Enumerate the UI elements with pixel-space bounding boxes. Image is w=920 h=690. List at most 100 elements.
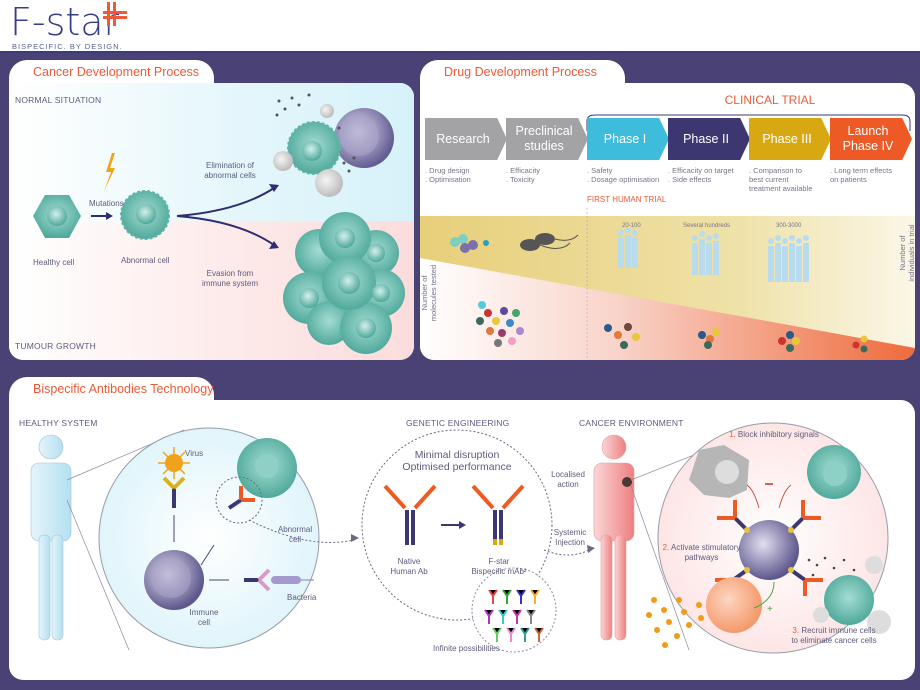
antibody-panel-tab: Bispecific Antibodies Technology — [9, 377, 214, 401]
antibody-library-icon — [484, 589, 544, 642]
molecules-axis-line-1: Number of — [420, 275, 429, 311]
systemic-line-2: Injection — [555, 538, 585, 547]
stage-label: Phase I — [604, 132, 646, 147]
evasion-line-2: immune system — [201, 279, 258, 288]
stage-arrow: Phase III — [749, 118, 831, 160]
people-20-100-icon — [618, 227, 638, 268]
tumour-growth-label: TUMOUR GROWTH — [15, 341, 96, 351]
granules-icon — [807, 556, 856, 577]
cancer-cell-icon — [807, 445, 861, 499]
normal-situation-label: NORMAL SITUATION — [15, 95, 102, 105]
stage-description-line: . Long term effects — [830, 166, 892, 175]
cytokines-icon — [646, 597, 704, 648]
dying-cancer-cell-icon — [813, 556, 891, 634]
individuals-axis-line-1: Number of — [898, 235, 907, 271]
localised-action-label: Localised action — [547, 470, 589, 490]
antibody-yellow-icon — [162, 476, 186, 508]
individuals-axis-label: Number of individuals in trial — [898, 213, 915, 293]
antibody-panel-title: Bispecific Antibodies Technology — [33, 382, 214, 396]
immune-cell-label: Immune cell — [184, 608, 224, 628]
stage-label-line-2: Phase IV — [842, 139, 894, 153]
binding-detail-circle — [215, 476, 263, 524]
native-ab-label: Native Human Ab — [384, 557, 434, 577]
stage-description: . Drug design. Optimisation — [425, 166, 507, 184]
tumour-cluster-icon — [283, 212, 405, 354]
engineering-circle — [361, 429, 553, 621]
native-ab-line-2: Human Ab — [390, 567, 428, 576]
abnormal-cell-icon — [120, 190, 170, 240]
stage-description-line: . Efficacity on target — [668, 166, 734, 175]
individuals-axis-line-2: individuals in trial — [907, 224, 915, 282]
stage-label-line-1: Phase I — [603, 131, 647, 146]
elimination-line-2: abnormal cells — [204, 171, 256, 180]
stage-label: Phase III — [762, 132, 811, 147]
t-cell-icon — [739, 520, 799, 580]
localised-line-1: Localised — [551, 470, 585, 479]
molecules-icon — [476, 301, 868, 353]
fstar-ab-line-1: F-star — [488, 557, 510, 566]
mice-icon — [520, 233, 579, 251]
tagline-line-1: Minimal disruption — [414, 449, 500, 461]
infinite-possibilities-label: Infinite possibilities — [433, 644, 500, 653]
stage-description: . Efficacity on target. Side effects — [668, 166, 750, 184]
logo-tagline: BISPECIFIC. BY DESIGN. — [12, 42, 123, 51]
people-300-3000-icon — [768, 235, 809, 282]
stage-description-line: on patients — [830, 175, 867, 184]
abnormal-cell-label: Abnormal cell — [121, 256, 170, 265]
stage-description-line: treatment available — [749, 184, 813, 193]
stage-description: . Efficacity. Toxicity — [506, 166, 588, 184]
healthy-system-label: HEALTHY SYSTEM — [19, 418, 98, 428]
stage-description-line: . Safety — [587, 166, 613, 175]
stage-label-line-2: studies — [524, 139, 564, 153]
stage-label-line-1: Preclinical — [515, 124, 573, 138]
antibody-orange-icon — [227, 486, 255, 510]
systemic-line-1: Systemic — [553, 528, 587, 537]
trial-size-phase2: Several hundreds — [683, 223, 731, 229]
elimination-line-1: Elimination of — [205, 161, 255, 170]
step-2-text-2: pathways — [684, 553, 719, 562]
molecules-axis-label: Number of molecules tested — [420, 263, 438, 323]
evasion-line-1: Evasion from — [206, 269, 254, 278]
drug-panel-title: Drug Development Process — [444, 65, 597, 79]
stage-label-line-1: Phase III — [762, 131, 812, 146]
lightning-icon — [104, 153, 115, 191]
elimination-label: Elimination of abnormal cells — [195, 161, 265, 181]
step-1-text: Block inhibitory signals — [737, 430, 819, 439]
stage-label: Research — [436, 132, 490, 147]
stage-description-line: . Efficacity — [506, 166, 541, 175]
bispecific-antibodies-panel: + HEALTHY SYSTEM GENETIC ENGINEERING CAN… — [9, 400, 915, 680]
stage-label: Phase II — [683, 132, 729, 147]
stage-description-line: . Side effects — [668, 175, 712, 184]
cancer-human-icon — [593, 434, 635, 641]
stage-description-line: . Drug design — [425, 166, 470, 175]
healthy-cell-label: Healthy cell — [33, 258, 75, 267]
virus-icon — [158, 447, 190, 479]
systemic-injection-label: Systemic Injection — [549, 528, 591, 548]
header: F-star BISPECIFIC. BY DESIGN. — [0, 0, 920, 53]
logo-wordmark: F-star — [10, 0, 120, 44]
cancer-panel-tab: Cancer Development Process — [9, 60, 214, 84]
dendritic-cell-icon — [689, 445, 749, 498]
step-2-label: 2. Activate stimulatory pathways — [654, 543, 749, 563]
stage-arrow: Phase II — [668, 118, 750, 160]
virus-label: Virus — [185, 449, 204, 458]
antibody-illustration: + — [30, 422, 891, 654]
immune-attack-icon — [273, 93, 394, 197]
fstar-ab-label: F-star Bispecific mAb² — [464, 557, 534, 577]
step-3-number: 3. — [792, 626, 800, 635]
evasion-label: Evasion from immune system — [195, 269, 265, 289]
step-3-label: 3. Recruit immune cells to eliminate can… — [779, 626, 889, 646]
healthy-cell-icon — [33, 195, 81, 238]
logo-plus-icon — [103, 2, 127, 26]
stage-label-line-1: Phase II — [683, 131, 729, 146]
stage-arrow: Research — [425, 118, 507, 160]
stage-description-line: . Comparison to — [749, 166, 802, 175]
bacteria-label: Bacteria — [287, 593, 317, 602]
step-1-number: 1. — [729, 430, 736, 439]
drug-development-panel: CLINICAL TRIAL — [420, 83, 915, 360]
